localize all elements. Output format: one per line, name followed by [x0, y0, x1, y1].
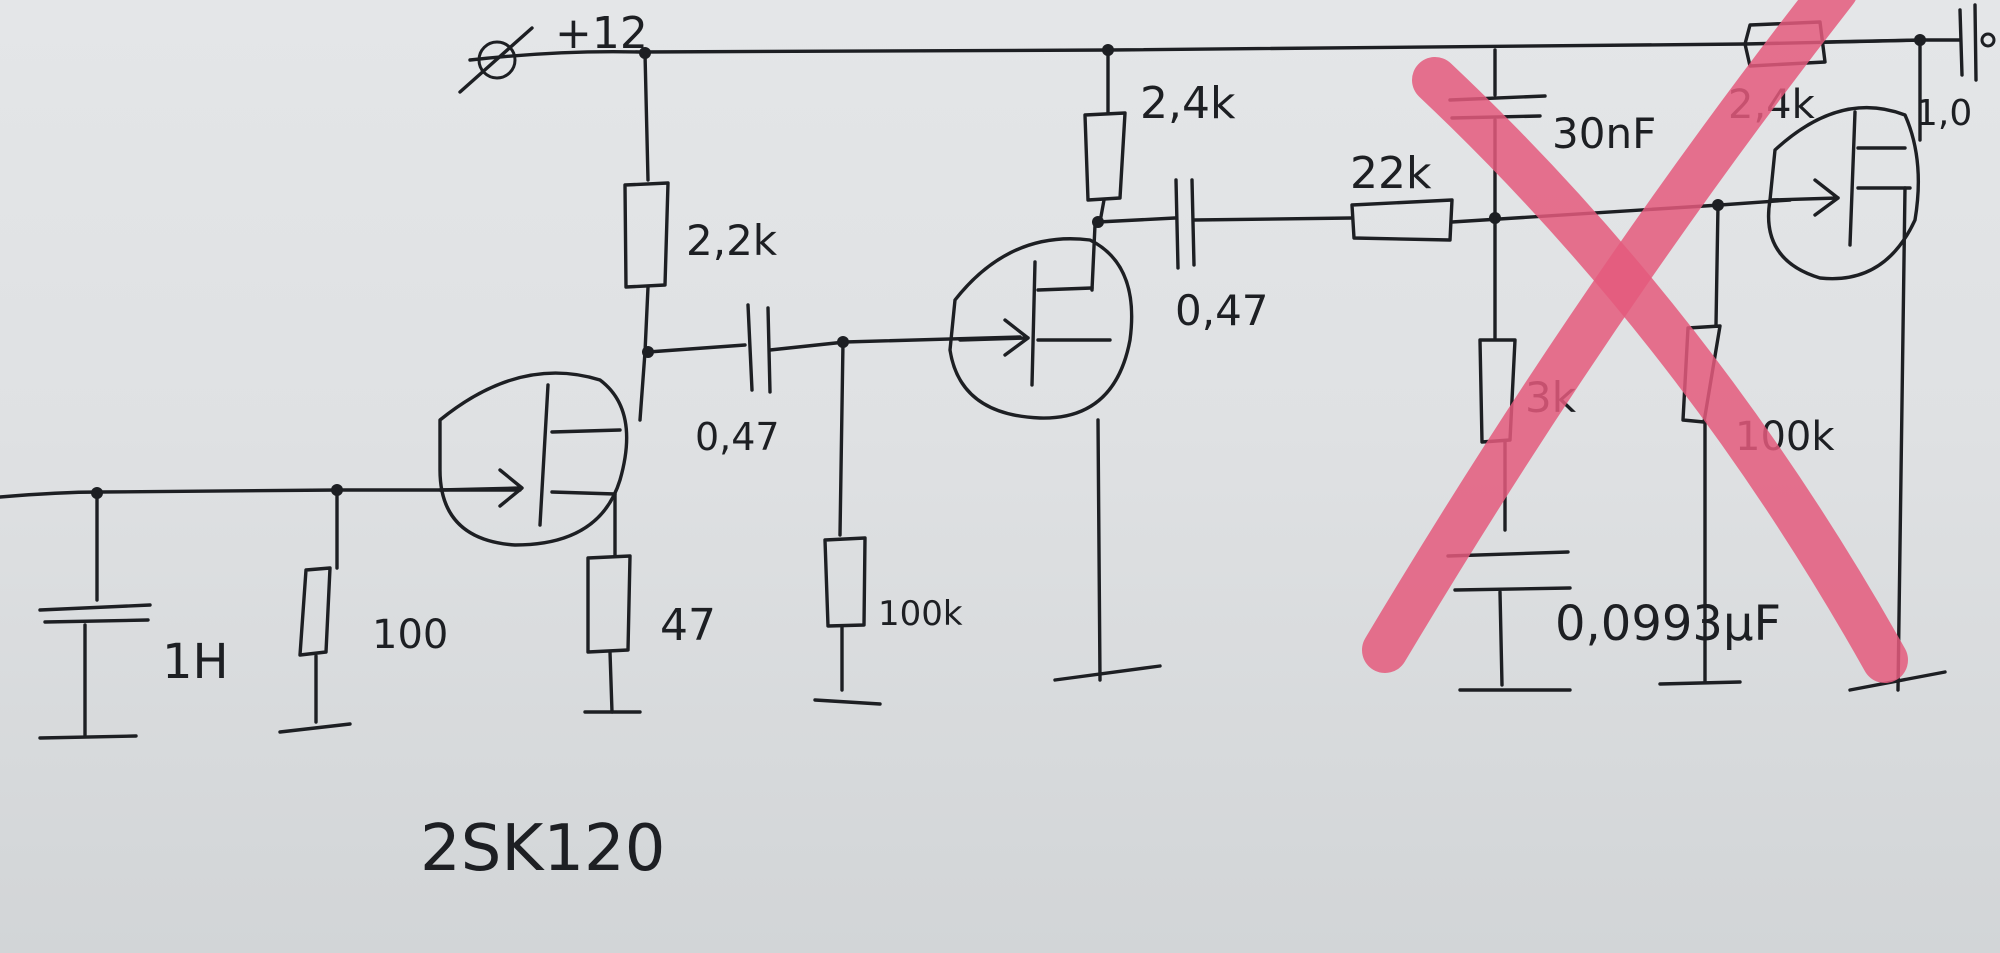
coupling-cap-1 — [646, 303, 849, 394]
label-r-drain1: 2,2k — [686, 216, 778, 265]
label-l-input: 1H — [162, 634, 229, 690]
label-c-couple1: 0,47 — [695, 415, 780, 459]
gate-resistor-2 — [813, 335, 1022, 706]
gate-resistor-1 — [278, 488, 352, 734]
drain-resistor-2 — [1083, 48, 1127, 228]
label-r-series: 22k — [1350, 148, 1432, 199]
cross-out-mark — [1362, 0, 1908, 683]
drain-resistor-1 — [623, 51, 670, 422]
label-transistor: 2SK120 — [420, 812, 665, 886]
label-r-gate2: 100k — [878, 594, 963, 634]
source-resistor-1 — [583, 492, 642, 714]
jfet-q1 — [438, 371, 629, 547]
supply-rail — [458, 26, 1962, 94]
source-ground-3 — [1848, 38, 1947, 692]
coupling-cap-2 — [1096, 178, 1354, 270]
source-ground-2 — [1053, 418, 1162, 682]
label-r-gate1: 100 — [372, 612, 448, 658]
label-supply: +12 — [555, 8, 648, 59]
jfet-q3 — [1766, 105, 1921, 281]
label-r-drain2: 2,4k — [1140, 78, 1236, 129]
label-c-couple2: 0,47 — [1175, 286, 1269, 335]
input-wiring — [0, 484, 522, 740]
label-r-source1: 47 — [660, 600, 716, 651]
jfet-q2 — [948, 223, 1134, 420]
label-c-0099: 0,0993µF — [1555, 596, 1781, 652]
label-c-out: 1,0 — [1915, 93, 1972, 134]
cap-0099uF — [1446, 550, 1572, 692]
label-c-30n: 30nF — [1552, 109, 1656, 158]
output-cap — [1958, 3, 1996, 82]
